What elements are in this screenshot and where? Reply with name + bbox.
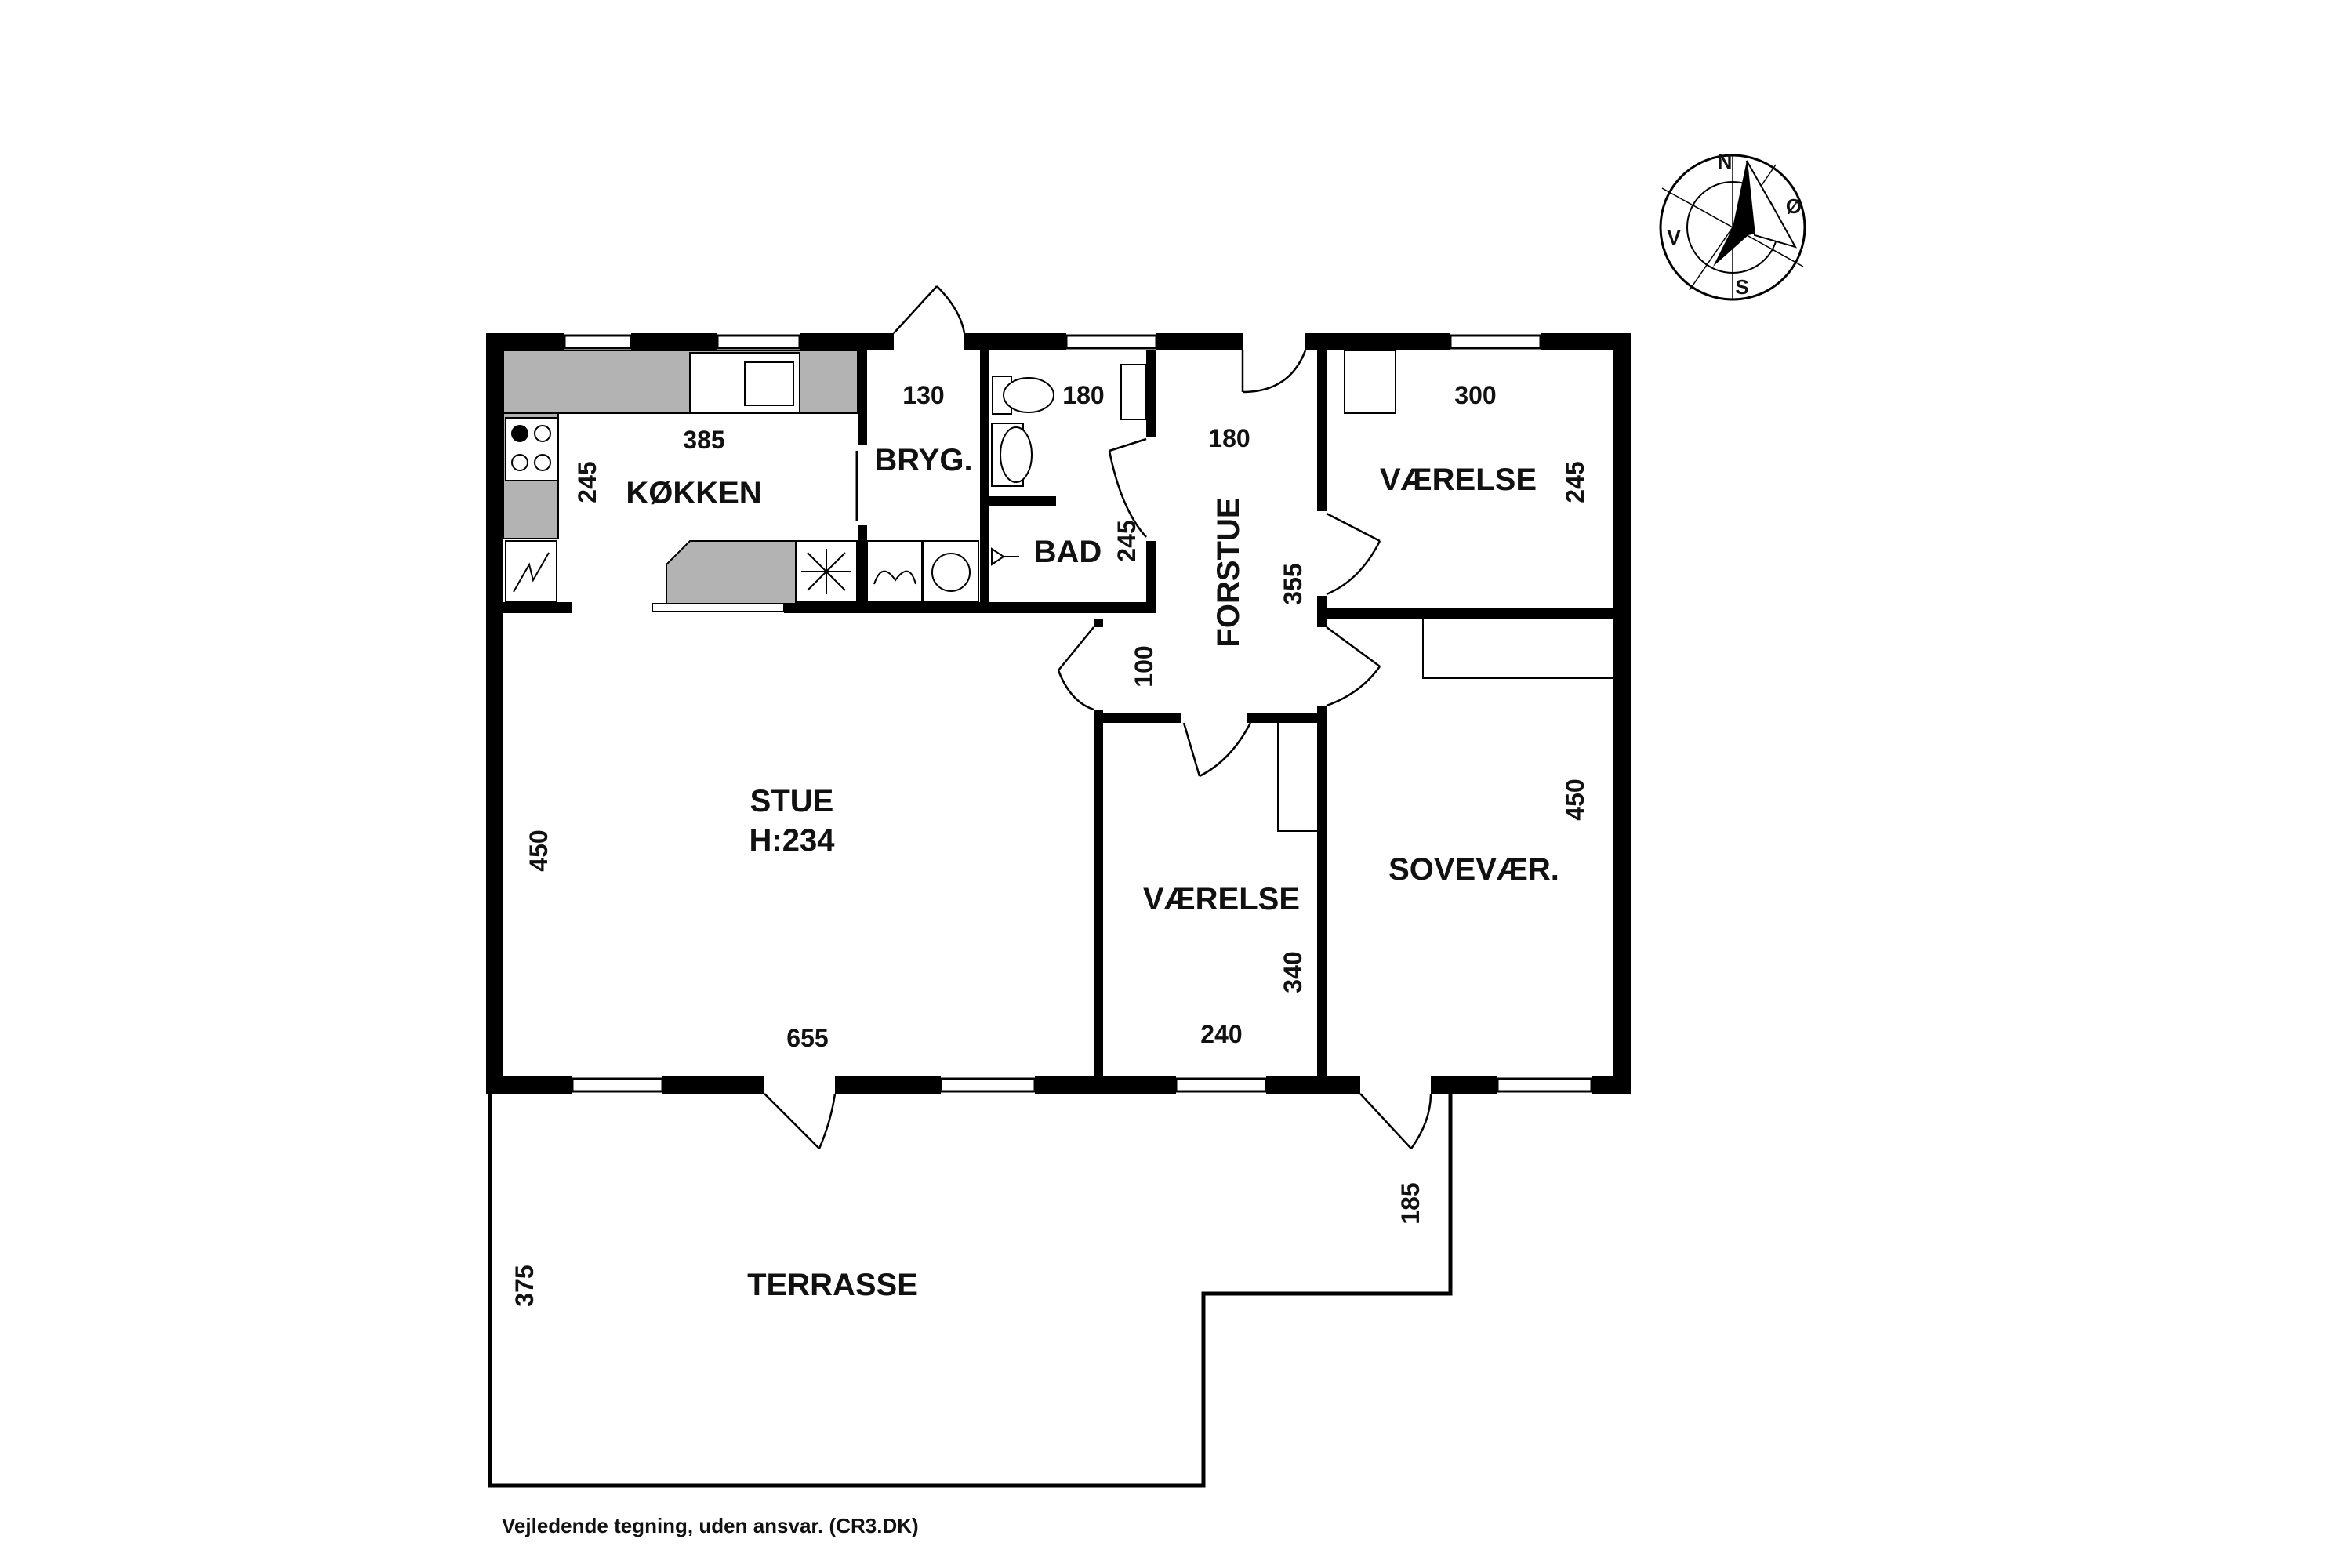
dim-hall-depth: 355 <box>1279 563 1307 604</box>
dim-utility-width: 130 <box>902 381 944 409</box>
door-swings <box>764 285 1432 1149</box>
dim-bath-depth: 245 <box>1112 520 1141 561</box>
room-label-living: STUE <box>750 784 834 818</box>
room-label-terrace: TERRASSE <box>747 1268 918 1302</box>
dim-hall-width: 180 <box>1208 424 1250 452</box>
dim-bedroom-mid-depth: 340 <box>1279 951 1307 993</box>
room-label-master: SOVEVÆR. <box>1388 852 1559 887</box>
dim-bath-width: 180 <box>1062 381 1104 409</box>
dim-living-width: 655 <box>786 1024 828 1052</box>
dim-master-depth: 450 <box>1561 779 1589 820</box>
room-label-bedroom-mid: VÆRELSE <box>1143 882 1300 916</box>
room-label-bedroom-ne: VÆRELSE <box>1380 463 1537 497</box>
bath-fixtures <box>991 364 1147 566</box>
dim-hall-small: 100 <box>1130 645 1158 687</box>
room-label-utility: BRYG. <box>874 443 972 477</box>
dim-kitchen-width: 385 <box>683 426 724 454</box>
kitchen-fixtures <box>505 352 858 612</box>
windows <box>563 334 1593 1093</box>
compass-north: N <box>1718 150 1733 173</box>
dim-bedroom-mid-width: 240 <box>1200 1020 1242 1048</box>
compass-south: S <box>1735 275 1748 299</box>
interior-walls <box>503 350 1613 1076</box>
compass-east: Ø <box>1786 194 1802 218</box>
room-label-hall: FORSTUE <box>1211 497 1246 647</box>
compass: N Ø S V <box>1659 150 1806 301</box>
dim-living-depth: 450 <box>524 829 553 871</box>
dim-terrace-step: 185 <box>1396 1182 1425 1224</box>
room-label-living-height: H:234 <box>750 823 836 858</box>
utility-fixtures <box>855 451 979 603</box>
room-label-bath: BAD <box>1034 535 1102 569</box>
closets <box>1277 350 1613 832</box>
dim-kitchen-depth: 245 <box>573 461 601 503</box>
compass-west: V <box>1667 226 1681 249</box>
room-label-kitchen: KØKKEN <box>626 476 761 510</box>
terrace-outline <box>488 1086 1453 1488</box>
dim-bedroom-ne-width: 300 <box>1454 381 1496 409</box>
dim-bedroom-ne-depth: 245 <box>1561 461 1589 503</box>
dim-terrace-depth: 375 <box>510 1265 539 1306</box>
exterior-walls <box>486 333 1631 1094</box>
disclaimer-text: Vejledende tegning, uden ansvar. (CR3.DK… <box>502 1514 919 1537</box>
